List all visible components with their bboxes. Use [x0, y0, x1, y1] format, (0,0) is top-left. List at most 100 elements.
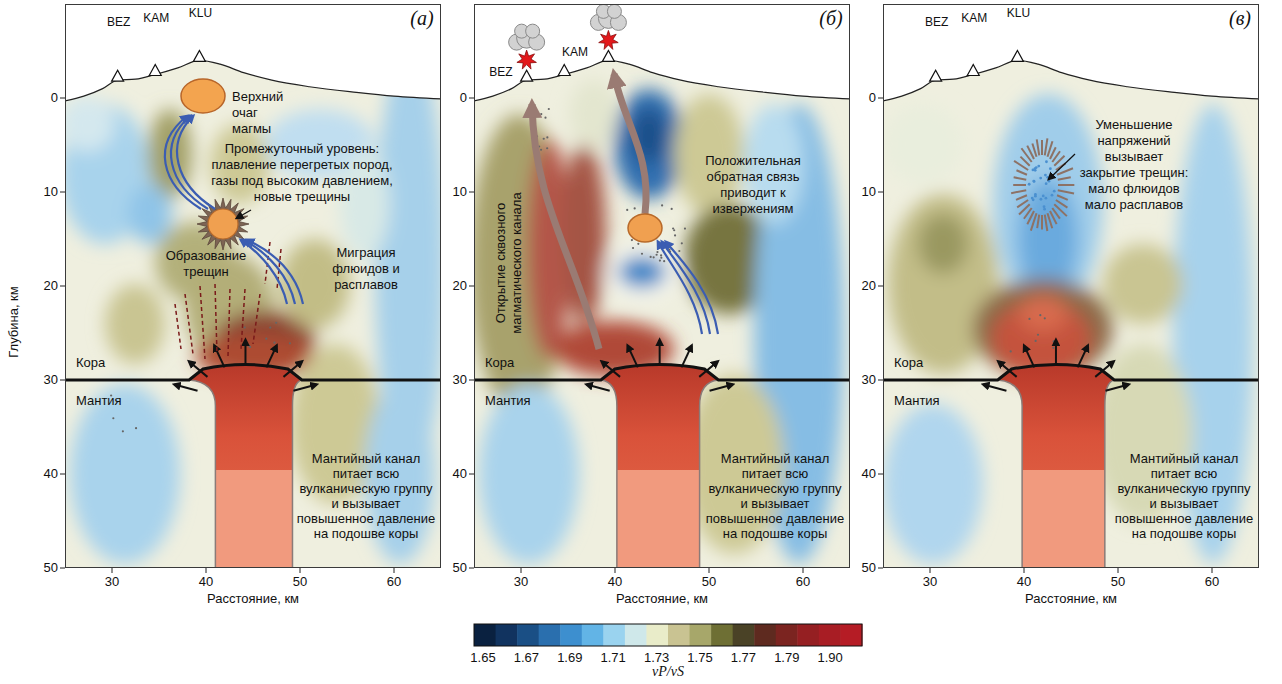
volcano-name: KLU — [998, 6, 1038, 20]
annotation: Мантийный канал питает всю вулканическую… — [705, 451, 845, 541]
tick-label: 10 — [846, 184, 876, 200]
tick-label: 60 — [783, 574, 823, 590]
mantle-channel — [601, 365, 719, 569]
tick-label: 40 — [437, 466, 467, 482]
seismic-event — [275, 322, 277, 324]
topography-line — [883, 60, 1259, 100]
seismic-event — [671, 208, 673, 210]
seismic-event — [650, 256, 652, 258]
section-panel: (в)BEZKAMKLUУменьшение напряжений вызыва… — [883, 4, 1259, 568]
pressure-arrow — [244, 340, 246, 364]
annotation: Мантийный канал питает всю вулканическую… — [296, 451, 436, 541]
closing-crack — [1016, 170, 1027, 175]
fluid-dot — [1048, 180, 1051, 183]
colorbar-tick: 1.71 — [593, 650, 633, 666]
axis-title: Расстояние, км — [577, 591, 747, 607]
axis-tick — [803, 568, 804, 573]
seismic-event — [289, 342, 291, 344]
volcano-name: BEZ — [917, 15, 957, 29]
closing-crack — [1037, 139, 1039, 155]
seismic-event — [1035, 340, 1037, 342]
magma-path-arrow — [532, 104, 599, 349]
axis-tick — [394, 568, 395, 573]
colorbar-swatch — [776, 624, 798, 646]
seismic-event — [249, 346, 251, 348]
annotation: Миграция флюидов и расплавов — [320, 245, 412, 293]
volcano-name: BEZ — [99, 15, 139, 29]
migration-arrow — [171, 116, 208, 209]
tick-label: 20 — [846, 278, 876, 294]
seismic-event — [661, 204, 663, 206]
velocity-anomaly — [918, 214, 968, 274]
layer-name: Мантия — [894, 393, 954, 409]
migration-arrow — [247, 240, 303, 304]
panel-letter: (в) — [1220, 7, 1260, 29]
pressure-arrow — [1105, 384, 1128, 390]
colorbar-swatch — [819, 624, 841, 646]
volcano-symbol — [112, 70, 124, 81]
velocity-anomaly — [105, 284, 165, 364]
tick-label: 50 — [846, 560, 876, 576]
tick-label: 30 — [437, 372, 467, 388]
pressure-arrow — [266, 346, 276, 368]
fluid-dot — [1031, 197, 1034, 200]
closing-crack — [1011, 190, 1026, 193]
tick-label: 50 — [280, 574, 320, 590]
panel-letter: (а) — [402, 7, 442, 29]
pressure-arrow — [1055, 340, 1057, 364]
mantle-channel-outline — [601, 365, 719, 569]
colorbar-swatch — [754, 624, 776, 646]
leader-line — [237, 210, 251, 218]
volcano-symbol — [193, 50, 205, 61]
seismic-event — [540, 149, 542, 151]
pressure-arrow — [699, 361, 717, 376]
pressure-arrow — [293, 384, 316, 390]
closing-crack — [1058, 184, 1074, 186]
colorbar-swatch — [668, 624, 690, 646]
pressure-arrow — [1095, 361, 1113, 376]
volcano-name: BEZ — [481, 65, 521, 79]
closing-crack — [1041, 140, 1043, 155]
tomography-panel — [59, 4, 445, 574]
seismic-event — [631, 239, 633, 241]
pressure-arrow — [189, 361, 207, 376]
axis-tick — [112, 568, 113, 573]
seismic-event — [1053, 340, 1055, 342]
colorbar-tick: 1.90 — [810, 650, 850, 666]
seismic-event — [265, 338, 267, 340]
seismic-event — [1044, 317, 1046, 319]
seismic-event — [641, 253, 643, 255]
tick-label: 30 — [910, 574, 950, 590]
tick-label: 20 — [28, 278, 58, 294]
volcano-symbol — [602, 50, 614, 61]
moho-line — [883, 365, 1259, 381]
annotation: Промежуточный уровень: плавление перегре… — [204, 141, 400, 205]
pressure-arrow — [284, 361, 302, 376]
moho-line — [474, 365, 850, 381]
seismic-event — [626, 209, 628, 211]
annotation: Образование трещин — [158, 248, 254, 280]
velocity-anomaly — [70, 384, 180, 564]
fluid-dot — [1042, 195, 1045, 198]
annotation: Уменьшение напряжений вызывает закрытие … — [1078, 117, 1190, 213]
fluid-dot — [1045, 160, 1048, 163]
tick-label: 0 — [28, 90, 58, 106]
colorbar-swatch — [474, 624, 496, 646]
colorbar-tick: 1.67 — [506, 650, 546, 666]
closing-crack — [1045, 138, 1048, 155]
tick-label: 0 — [437, 90, 467, 106]
closing-crack — [1017, 200, 1028, 207]
tomography-panel — [469, 4, 850, 574]
layer-name: Мантия — [485, 393, 545, 409]
fluid-dot — [1053, 190, 1056, 193]
axis-tick — [930, 568, 931, 573]
mantle-channel — [617, 470, 700, 568]
seismic-event — [663, 260, 665, 262]
tomography-ground — [883, 4, 1259, 568]
volcano-symbol — [1011, 50, 1023, 61]
tick-label: 60 — [1192, 574, 1232, 590]
crack-line — [215, 284, 217, 354]
layer-name: Мантия — [76, 393, 136, 409]
axis-tick — [1024, 568, 1025, 573]
